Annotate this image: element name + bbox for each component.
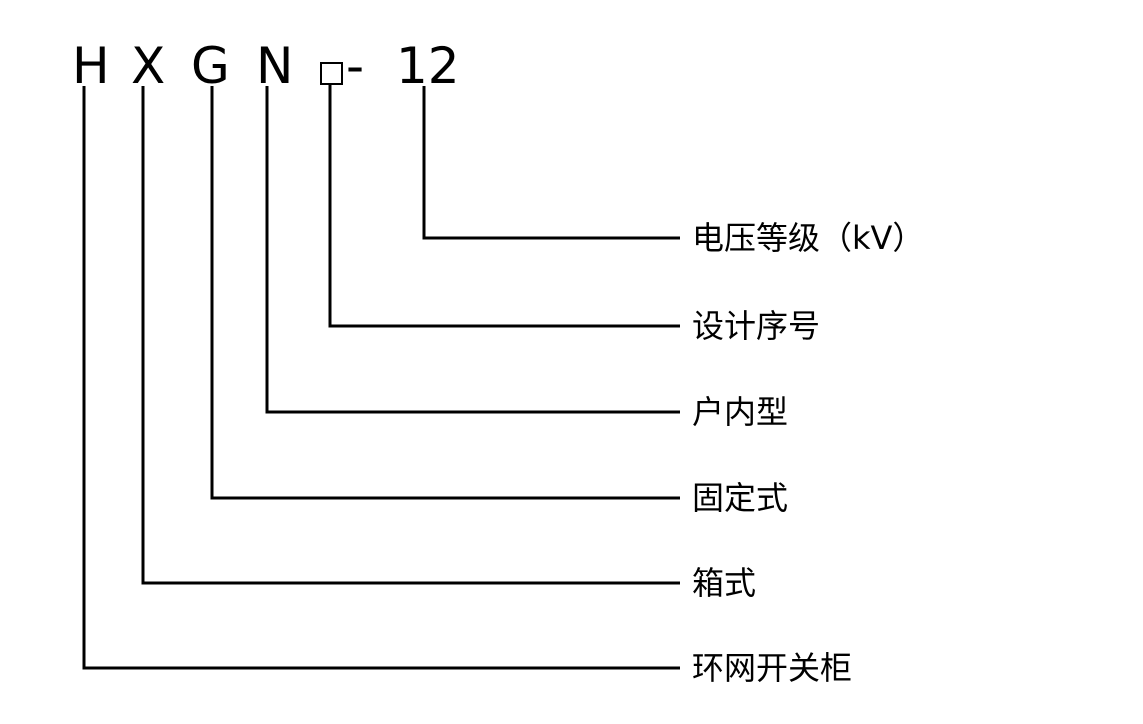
leader-line-ring-main	[82, 86, 680, 670]
leader-line-box	[141, 86, 680, 585]
code-voltage: 12	[396, 37, 460, 95]
label-design-serial: 设计序号	[692, 307, 821, 345]
code-dash: -	[346, 37, 365, 95]
code-letter-g: G	[191, 37, 230, 95]
code-letter-h: H	[72, 37, 110, 95]
label-box-type: 箱式	[692, 564, 757, 602]
design-serial-placeholder-box	[320, 62, 343, 85]
leader-line-design-serial	[328, 84, 680, 328]
label-indoor-type: 户内型	[692, 393, 789, 431]
leader-line-indoor	[265, 86, 680, 414]
code-letter-x: X	[131, 37, 166, 95]
code-letter-n: N	[256, 37, 294, 95]
label-voltage-level: 电压等级（kV）	[692, 219, 925, 257]
label-fixed-type: 固定式	[692, 479, 789, 517]
leader-line-voltage	[422, 86, 680, 240]
leader-line-fixed	[210, 86, 680, 500]
label-ring-main-unit: 环网开关柜	[692, 649, 853, 687]
